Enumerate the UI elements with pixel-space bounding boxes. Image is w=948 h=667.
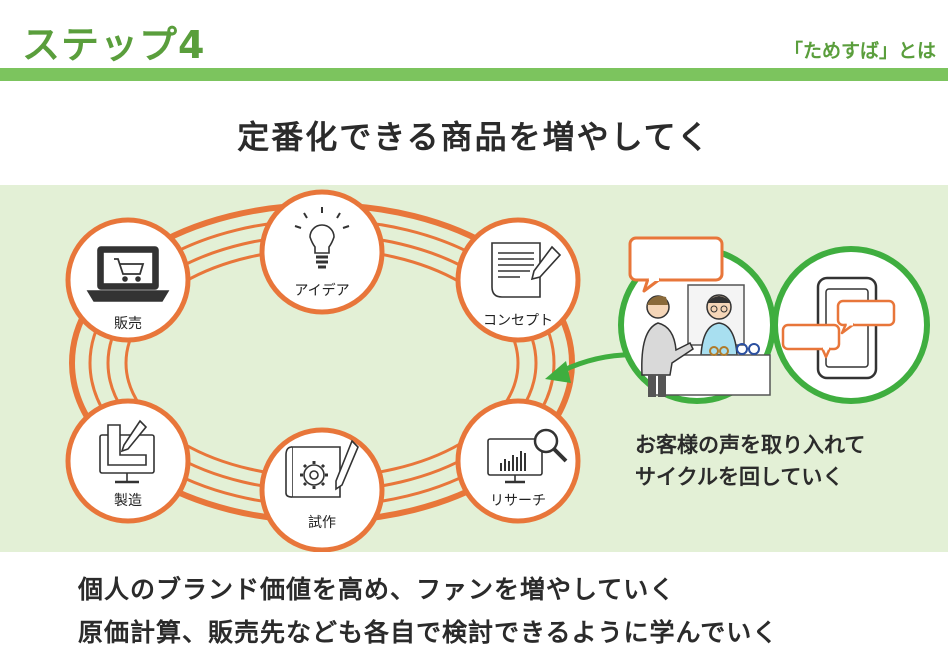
monitor-ruler-icon xyxy=(99,419,155,484)
footer-line-2: 原価計算、販売先なども各自で検討できるように学んでいく xyxy=(78,618,779,647)
speech-bubble xyxy=(628,236,724,282)
section-label: 「ためすば」とは xyxy=(783,40,936,62)
cycle-diagram: アイデア コンセプト xyxy=(65,189,930,552)
monitor-chart-magnifier-icon xyxy=(487,428,568,484)
shopkeeper-figure xyxy=(700,294,738,356)
lightbulb-icon xyxy=(294,207,350,269)
feedback-caption-line-1: お客様の声を取り入れて xyxy=(635,433,866,457)
chat-bubble-icon xyxy=(781,323,841,351)
cycle-node-sales: 販売 xyxy=(65,217,191,343)
step-title: ステップ4 xyxy=(22,23,206,67)
page-header: ステップ4 「ためすば」とは xyxy=(0,0,948,68)
feedback-caption: お客様の声を取り入れて サイクルを回していく xyxy=(635,429,865,493)
feedback-caption-line-2: サイクルを回していく xyxy=(635,465,844,489)
main-title: 定番化できる商品を増やしてく xyxy=(237,118,711,156)
document-pen-icon xyxy=(491,242,562,298)
blueprint-gear-pencil-icon xyxy=(285,439,359,498)
cycle-node-prototype: 試作 xyxy=(259,427,385,552)
smartphone-scene xyxy=(772,246,930,404)
customer-shop-scene xyxy=(618,236,776,404)
cycle-node-idea: アイデア xyxy=(259,189,385,315)
cycle-node-concept: コンセプト xyxy=(455,217,581,343)
cycle-node-manufacturing: 製造 xyxy=(65,398,191,524)
node-label-prototype: 試作 xyxy=(308,515,336,531)
node-label-sales: 販売 xyxy=(114,316,142,332)
customer-figure xyxy=(641,295,694,397)
laptop-cart-icon xyxy=(86,246,170,302)
node-label-manufacturing: 製造 xyxy=(114,493,142,509)
footer-line-1: 個人のブランド価値を高め、ファンを増やしていく xyxy=(78,575,676,604)
header-bar xyxy=(0,68,948,81)
node-label-concept: コンセプト xyxy=(483,313,553,329)
node-label-research: リサーチ xyxy=(490,493,546,509)
cycle-node-research: リサーチ xyxy=(455,398,581,524)
node-label-idea: アイデア xyxy=(294,282,349,299)
chat-bubble-icon xyxy=(836,299,896,327)
